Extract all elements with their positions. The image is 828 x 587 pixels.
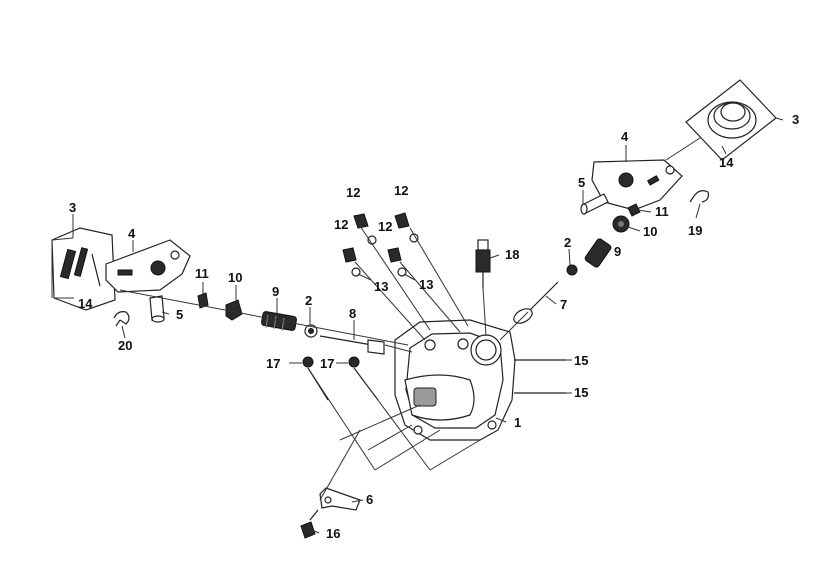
callout-13-left: 13 xyxy=(374,279,388,294)
callout-6: 6 xyxy=(366,492,373,507)
nuts-washers xyxy=(342,212,419,277)
callout-18: 18 xyxy=(505,247,519,262)
studs xyxy=(514,359,566,394)
callout-15-lower: 15 xyxy=(574,385,588,400)
callout-14-left: 14 xyxy=(78,296,93,311)
bracket-left xyxy=(105,239,191,293)
callout-12-c: 12 xyxy=(334,217,348,232)
leader-lines xyxy=(51,117,784,534)
callout-9-left: 9 xyxy=(272,284,279,299)
spring-left xyxy=(261,311,297,332)
callout-2-right: 2 xyxy=(564,235,571,250)
callout-13-right: 13 xyxy=(419,277,433,292)
callout-4-right: 4 xyxy=(621,129,629,144)
seat-left xyxy=(225,299,243,321)
guide-bracket xyxy=(319,487,361,511)
callout-11-left: 11 xyxy=(195,266,209,281)
callout-3-right: 3 xyxy=(792,112,799,127)
callout-4-left: 4 xyxy=(128,226,136,241)
callouts: 1 3 3 4 4 5 5 6 7 8 9 9 10 10 11 11 2 2 … xyxy=(69,112,799,541)
callout-14-right: 14 xyxy=(719,155,734,170)
callout-15-upper: 15 xyxy=(574,353,588,368)
callout-8: 8 xyxy=(349,306,356,321)
callout-10-right: 10 xyxy=(643,224,657,239)
callout-12-d: 12 xyxy=(378,219,392,234)
cover-right xyxy=(685,79,777,161)
pin-left xyxy=(149,295,165,323)
callout-7: 7 xyxy=(560,297,567,312)
callout-12-b: 12 xyxy=(394,183,408,198)
valve-right xyxy=(513,281,559,324)
spark-plug xyxy=(475,239,491,288)
seat-right xyxy=(612,215,630,233)
callout-10-left: 10 xyxy=(228,270,242,285)
callout-5-right: 5 xyxy=(578,175,585,190)
callout-9-right: 9 xyxy=(614,244,621,259)
callout-12-a: 12 xyxy=(346,185,360,200)
callout-19: 19 xyxy=(688,223,702,238)
oring-left xyxy=(113,311,130,327)
callout-1: 1 xyxy=(514,415,521,430)
assembly-lines xyxy=(119,137,701,501)
pin-right xyxy=(580,193,609,215)
valve-left xyxy=(319,335,385,355)
callout-17-left: 17 xyxy=(266,356,280,371)
bolt-16 xyxy=(300,509,319,539)
callout-2-left: 2 xyxy=(305,293,312,308)
spring-right xyxy=(584,238,612,268)
shaft-right xyxy=(566,264,578,276)
bracket-right xyxy=(591,159,683,211)
oring-right xyxy=(689,190,709,203)
callout-5-left: 5 xyxy=(176,307,183,322)
cylinder-head xyxy=(394,319,516,441)
callout-3-left: 3 xyxy=(69,200,76,215)
callout-20: 20 xyxy=(118,338,132,353)
callout-16: 16 xyxy=(326,526,340,541)
callout-17-mid: 17 xyxy=(320,356,334,371)
shaft-left xyxy=(304,324,318,338)
callout-11-right: 11 xyxy=(655,204,669,219)
clip-right xyxy=(627,203,641,217)
